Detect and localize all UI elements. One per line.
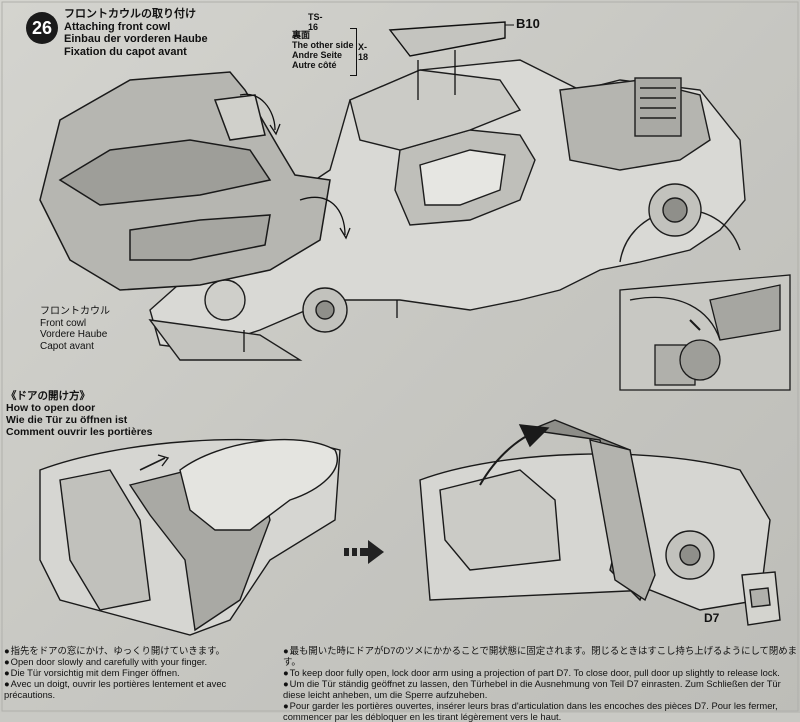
front-cowl-part: [39, 71, 331, 291]
note-left-fr: Avec un doigt, ouvrir les portières lent…: [4, 678, 266, 700]
door-open-left-illustration: [39, 438, 341, 636]
front-cowl-label: フロントカウル Front cowl Vordere Haube Capot a…: [40, 306, 110, 352]
step-title-ja: フロントカウルの取り付け: [64, 8, 196, 20]
other-side-text: 裏面 The other side Andre Seite Autre côté: [292, 30, 354, 70]
front-cowl-fr: Capot avant: [40, 340, 94, 352]
arrow-right-icon: [344, 540, 384, 564]
note-right-de: Um die Tür ständig geöffnet zu lassen, d…: [283, 678, 798, 700]
step-title-de: Einbau der vorderen Haube: [64, 33, 208, 45]
step-number-badge: 26: [26, 12, 58, 44]
door-heading-de: Wie die Tür zu öffnen ist: [6, 414, 128, 426]
step-title-fr: Fixation du capot avant: [64, 45, 187, 58]
note-left-en: Open door slowly and carefully with your…: [4, 656, 266, 667]
other-side-fr: Autre côté: [292, 60, 337, 70]
step-title-en: Attaching front cowl: [64, 20, 171, 33]
note-right-fr: Pour garder les portières ouvertes, insé…: [283, 700, 798, 722]
front-cowl-ja: フロントカウル: [40, 306, 110, 317]
part-b10-label: B10: [516, 16, 540, 31]
detail-inset: [619, 274, 791, 391]
notes-left-block: 指先をドアの窓にかけ、ゆっくり開けていきます。 Open door slowly…: [4, 645, 266, 700]
front-cowl-en: Front cowl: [40, 317, 87, 329]
note-right-en: To keep door fully open, lock door arm u…: [283, 667, 798, 678]
assembly-arrows: [239, 50, 456, 352]
x-code-label: X-18: [358, 42, 369, 62]
door-section-heading: 《ドアの開け方》 How to open door Wie die Tür zu…: [6, 390, 152, 438]
step-title-block: フロントカウルの取り付け Attaching front cowl Einbau…: [64, 8, 208, 58]
front-cowl-de: Vordere Haube: [40, 329, 108, 340]
door-open-right-illustration: [419, 419, 781, 626]
door-heading-en: How to open door: [6, 402, 96, 414]
other-side-ja: 裏面: [292, 30, 311, 40]
other-side-de: Andre Seite: [292, 50, 343, 60]
door-heading-ja: 《ドアの開け方》: [6, 390, 90, 402]
note-left-ja: 指先をドアの窓にかけ、ゆっくり開けていきます。: [4, 645, 266, 656]
callout-brace: [350, 28, 357, 76]
car-body-illustration: [148, 59, 746, 361]
notes-right-block: 最も開いた時にドアがD7のツメにかかることで開状態に固定されます。閉じるときはす…: [283, 645, 798, 722]
note-right-ja: 最も開いた時にドアがD7のツメにかかることで開状態に固定されます。閉じるときはす…: [283, 645, 798, 667]
part-d7-label: D7: [704, 611, 720, 625]
b10-part: [388, 21, 506, 57]
door-heading-fr: Comment ouvrir les portières: [6, 426, 153, 438]
other-side-en: The other side: [292, 40, 354, 50]
note-left-de: Die Tür vorsichtig mit dem Finger öffnen…: [4, 667, 266, 678]
ts-code-label: TS-16: [308, 12, 323, 32]
